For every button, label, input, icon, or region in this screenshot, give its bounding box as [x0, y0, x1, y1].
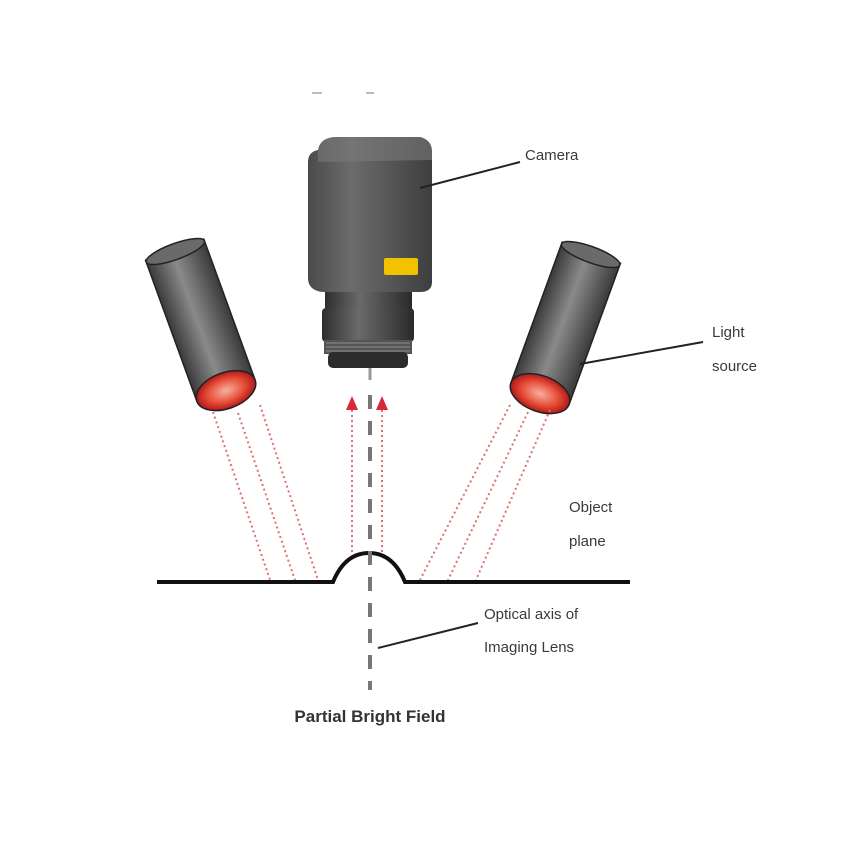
object-plane: [157, 550, 630, 584]
left-light-source: [144, 237, 257, 412]
camera: [308, 137, 432, 380]
camera-lens-front: [328, 352, 408, 368]
camera-badge: [384, 258, 418, 275]
reflected-rays: [346, 396, 388, 555]
right-light-source: [509, 240, 622, 415]
optical-axis-label: Imaging Lens: [484, 639, 574, 656]
object-plane-label: plane: [569, 533, 606, 550]
incident-rays: [212, 404, 551, 581]
camera-label: Camera: [525, 147, 579, 164]
camera-lens: [322, 308, 414, 342]
light-label: source: [712, 358, 757, 375]
camera-leader: [419, 161, 521, 189]
arrow-up-icon: [346, 396, 358, 410]
axis-leader: [377, 622, 479, 649]
light-label: Light: [712, 324, 745, 341]
camera-body: [308, 137, 432, 292]
light-leader: [579, 341, 704, 365]
object-plane-label: Object: [569, 499, 613, 516]
light-face: [195, 369, 257, 412]
arrow-up-icon: [376, 396, 388, 410]
optical-axis-label: Optical axis of: [484, 606, 579, 623]
light-face: [509, 372, 571, 415]
diagram-title: Partial Bright Field: [294, 707, 445, 726]
